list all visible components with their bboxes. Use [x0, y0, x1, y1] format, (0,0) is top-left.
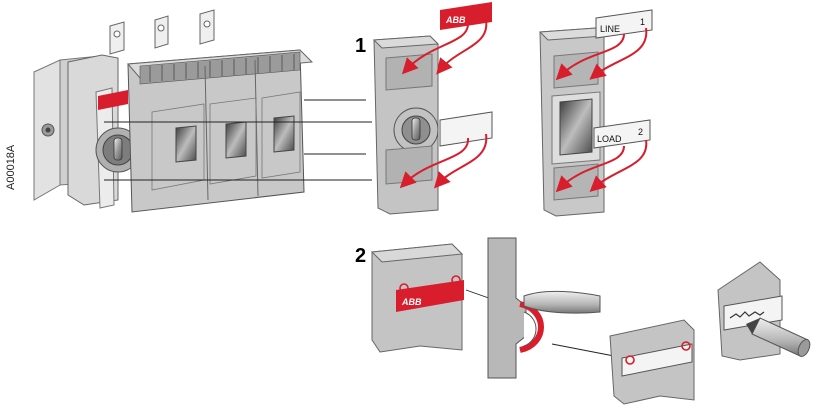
- handle-cover: [372, 35, 440, 215]
- step-2-number: 2: [355, 245, 366, 267]
- blank-label: [439, 111, 493, 147]
- line-tag: LINE 1: [595, 9, 653, 39]
- step-1-number: 1: [355, 35, 366, 57]
- load-tag-label: LOAD: [597, 134, 622, 144]
- pen-icon: [746, 317, 811, 357]
- arrows-cover: [399, 19, 488, 189]
- cross-section: [487, 237, 544, 379]
- leader-lines: [104, 99, 372, 181]
- brand-label-2: ABB: [401, 297, 422, 307]
- tag-in-housing: [609, 319, 695, 405]
- load-tag-number: 2: [638, 127, 643, 137]
- reference-code: A00018A: [5, 144, 17, 190]
- removal-cover-fragment: ABB: [370, 243, 464, 353]
- line-tag-label: LINE: [600, 24, 620, 34]
- label-writing-cover: [717, 261, 783, 361]
- brand-label: ABB: [445, 15, 466, 25]
- screwdriver-blade: [523, 290, 601, 314]
- arrows-terminal: [555, 27, 648, 193]
- switch-assembly: [33, 9, 314, 213]
- line-tag-number: 1: [640, 17, 645, 27]
- brand-tag: ABB: [440, 2, 492, 30]
- load-tag: LOAD 2: [593, 119, 651, 149]
